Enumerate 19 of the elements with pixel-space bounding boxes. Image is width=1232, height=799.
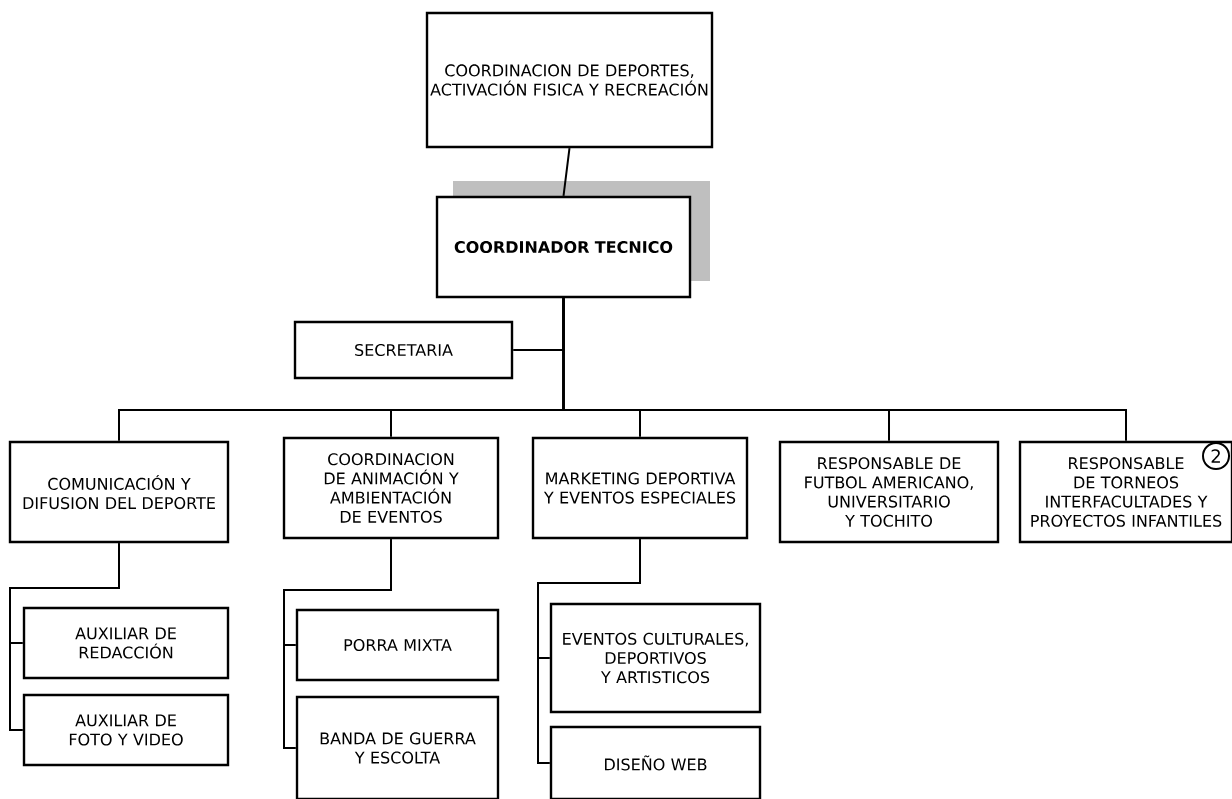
org-box: AUXILIAR DE REDACCIÓN [22, 606, 230, 680]
org-box: MARKETING DEPORTIVA Y EVENTOS ESPECIALES [531, 436, 749, 540]
connector-line [562, 297, 1127, 442]
org-box: BANDA DE GUERRA Y ESCOLTA [295, 695, 500, 799]
org-box: EVENTOS CULTURALES, DEPORTIVOS Y ARTISTICOS [549, 602, 762, 714]
org-box: PORRA MIXTA [295, 608, 500, 682]
callout-number: 2 [1202, 442, 1230, 470]
org-box: SECRETARIA [293, 320, 514, 380]
org-box: COMUNICACIÓN Y DIFUSION DEL DEPORTE [8, 440, 230, 544]
connector-line [537, 538, 641, 764]
org-box: RESPONSABLE DE FUTBOL AMERICANO, UNIVERSITARIO Y TOCHITO [778, 440, 1000, 544]
connector-line [283, 538, 392, 749]
org-box: DISEÑO WEB [549, 725, 762, 799]
connector-line [9, 542, 120, 731]
title-box: COORDINADOR TECNICO [435, 181, 710, 299]
org-box: COORDINACION DE ANIMACIÓN Y AMBIENTACIÓN DE EVENTOS [282, 436, 500, 540]
connector-line [562, 147, 571, 197]
org-box: COORDINACION DE DEPORTES, ACTIVACIÓN FISICA Y RECREACIÓN [425, 11, 714, 149]
org-box: AUXILIAR DE FOTO Y VIDEO [22, 693, 230, 767]
